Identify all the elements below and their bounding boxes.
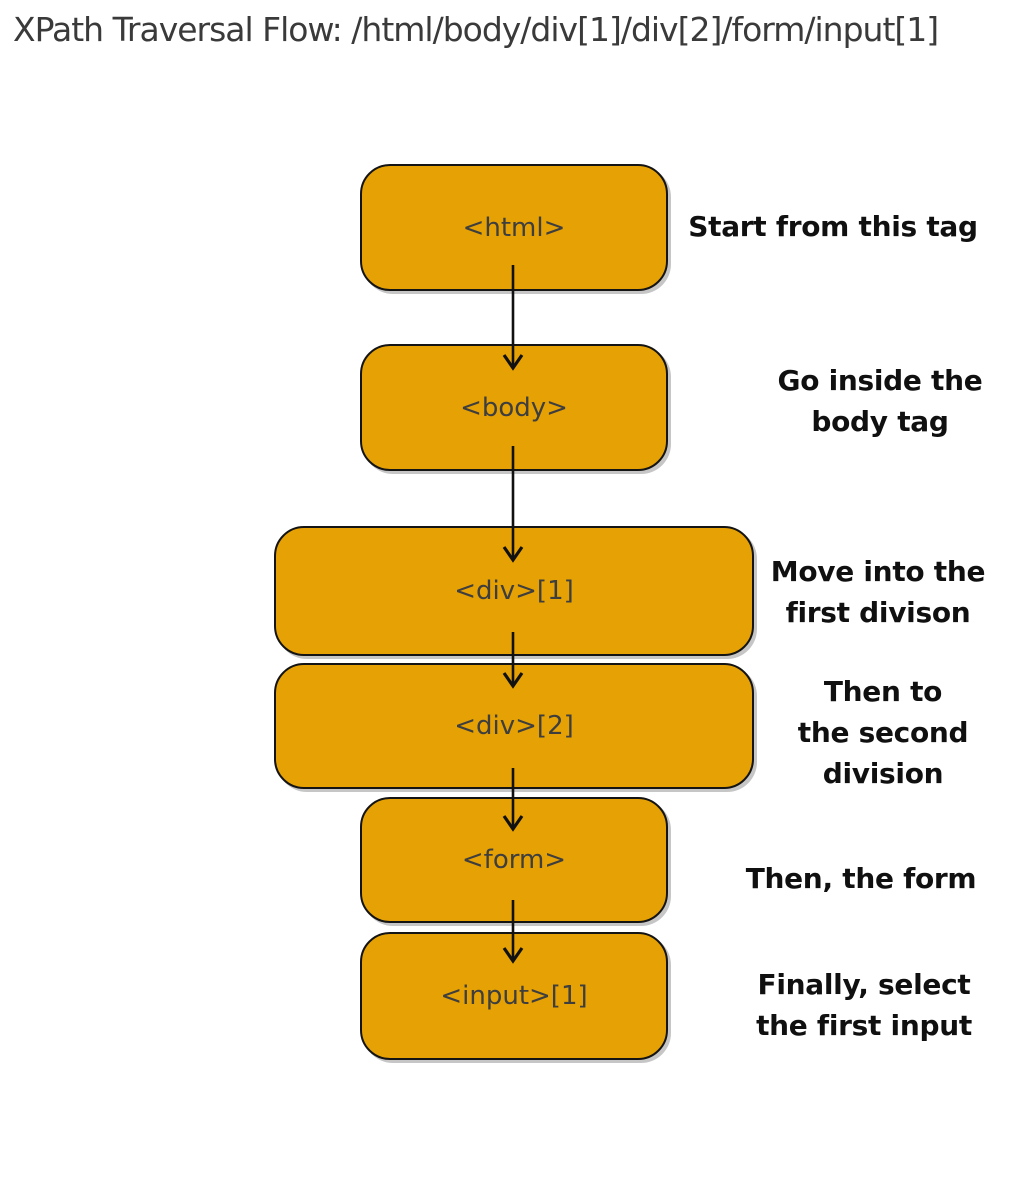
- node-input-1-label: <input>[1]: [440, 981, 588, 1011]
- annotation-line: Finally, select: [757, 968, 971, 1001]
- node-input-1: <input>[1]: [360, 932, 668, 1060]
- node-div-1-label: <div>[1]: [454, 576, 574, 606]
- annotation-line: the second: [797, 716, 969, 749]
- annotation-then-the-form: Then, the form: [745, 858, 977, 899]
- annotation-line: Start from this tag: [688, 210, 978, 243]
- annotation-finally-select-input: Finally, select the first input: [754, 964, 974, 1046]
- node-html: <html>: [360, 164, 668, 291]
- page-title: XPath Traversal Flow: /html/body/div[1]/…: [13, 10, 939, 49]
- annotation-then-second-division: Then to the second division: [770, 671, 996, 794]
- node-body: <body>: [360, 344, 668, 471]
- annotation-line: Move into the: [770, 555, 986, 588]
- annotation-line: Go inside the: [777, 364, 983, 397]
- node-div-2: <div>[2]: [274, 663, 754, 789]
- annotation-line: division: [822, 757, 944, 790]
- node-html-label: <html>: [462, 212, 566, 243]
- node-body-label: <body>: [460, 392, 568, 423]
- node-div-2-label: <div>[2]: [454, 711, 574, 741]
- annotation-line: first divison: [785, 596, 971, 629]
- annotation-line: Then to: [823, 675, 943, 708]
- annotation-line: body tag: [811, 405, 949, 438]
- annotation-move-into-first-division: Move into the first divison: [755, 551, 1001, 633]
- node-div-1: <div>[1]: [274, 526, 754, 656]
- annotation-line: Then, the form: [745, 862, 977, 895]
- annotation-go-inside-body: Go inside the body tag: [760, 360, 1000, 442]
- annotation-start-from-this-tag: Start from this tag: [660, 206, 1006, 247]
- annotation-line: the first input: [756, 1009, 972, 1042]
- node-form: <form>: [360, 797, 668, 923]
- node-form-label: <form>: [461, 845, 567, 875]
